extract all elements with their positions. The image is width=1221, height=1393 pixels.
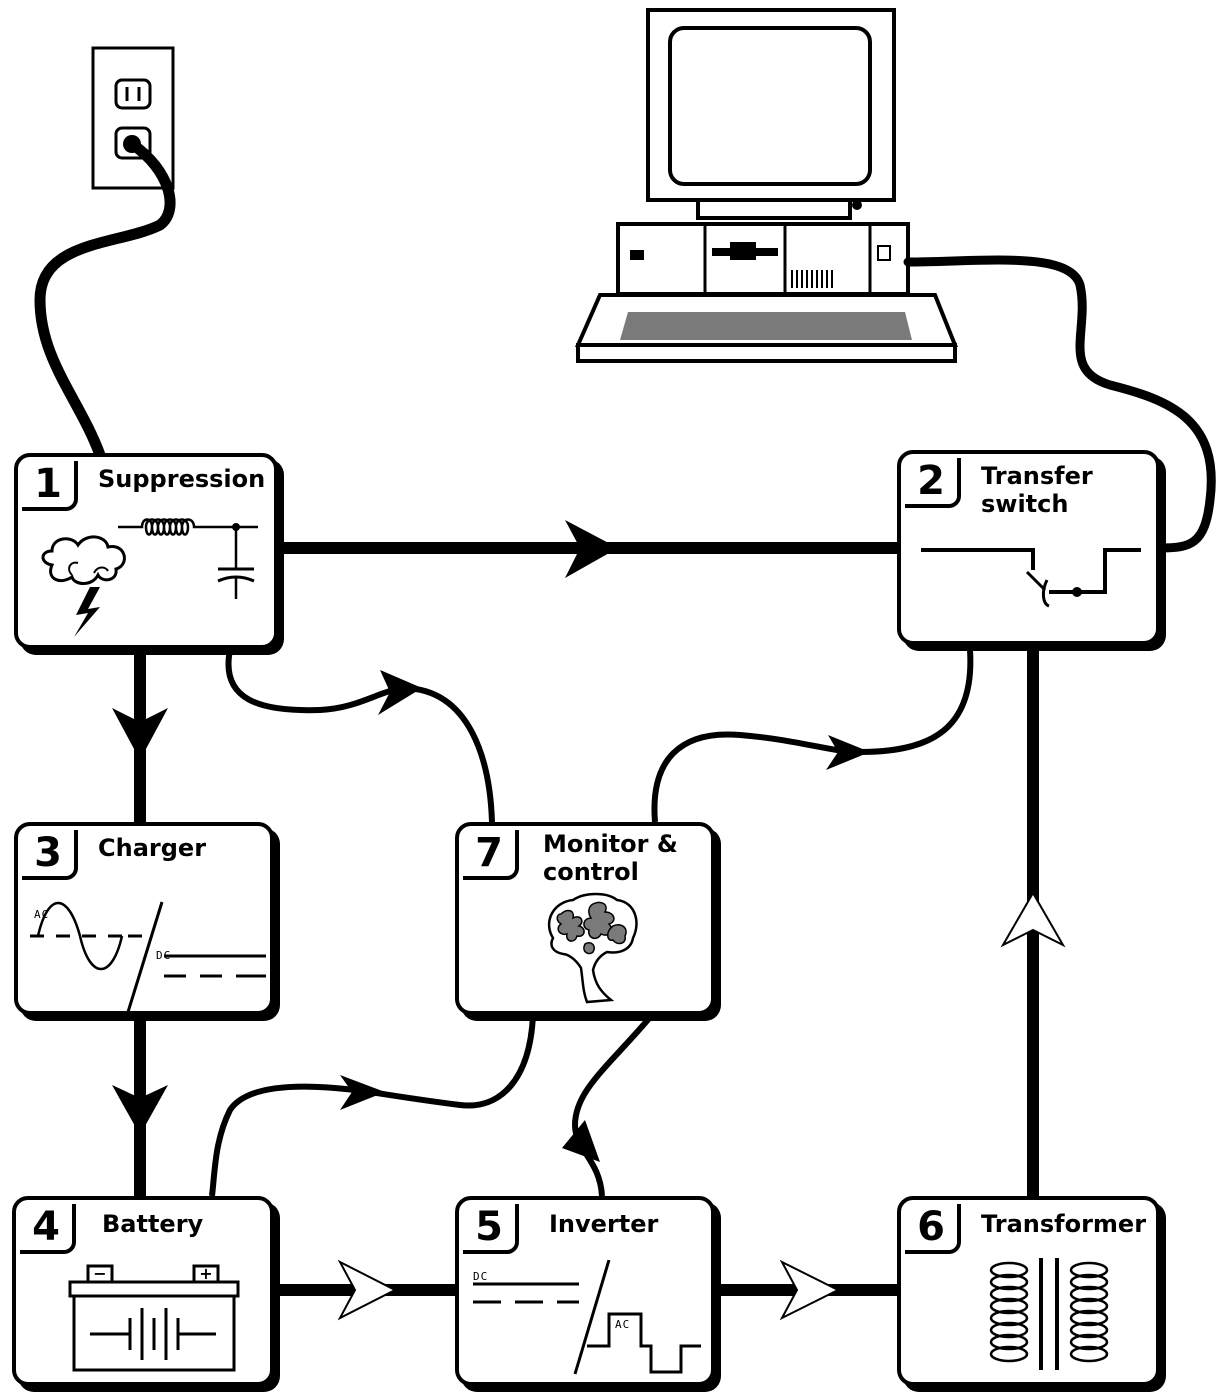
- ac-dc-converter-icon: [30, 901, 266, 1013]
- block-suppression[interactable]: 1 Suppression: [14, 453, 278, 649]
- block-battery[interactable]: 4 Battery − +: [12, 1196, 274, 1386]
- block-label: Battery: [102, 1210, 204, 1238]
- computer-icon: [574, 8, 958, 363]
- control-signals: [209, 649, 974, 1197]
- block-number: 5: [463, 1204, 519, 1254]
- dc-label: DC: [473, 1270, 489, 1283]
- block-number: 3: [22, 830, 78, 880]
- block-charger[interactable]: 3 Charger AC DC: [14, 822, 274, 1015]
- block-number: 6: [905, 1204, 961, 1254]
- minus-terminal: −: [93, 1264, 106, 1283]
- flow-arrows-hollow: [337, 890, 1066, 1321]
- block-label: Charger: [98, 834, 207, 862]
- block-label: Transformer: [981, 1210, 1147, 1238]
- block-monitor-control[interactable]: 7 Monitor & control: [455, 822, 715, 1015]
- block-number: 7: [463, 830, 519, 880]
- block-label: Inverter: [549, 1210, 659, 1238]
- block-transformer[interactable]: 6 Transformer: [897, 1196, 1160, 1386]
- power-cord: [34, 138, 176, 461]
- dc-label: DC: [156, 949, 172, 962]
- block-label: Suppression: [98, 465, 266, 493]
- plus-terminal: +: [199, 1264, 212, 1283]
- block-label: Transfer switch: [981, 462, 1093, 518]
- block-inverter[interactable]: 5 Inverter DC AC: [455, 1196, 715, 1386]
- signal-arrowheads: [340, 670, 870, 1162]
- battery-icon: − +: [68, 1264, 240, 1372]
- block-number: 4: [20, 1204, 76, 1254]
- brain-icon: [547, 892, 638, 1004]
- block-number: 2: [905, 458, 961, 508]
- storm-cloud-icon: [41, 535, 126, 637]
- block-transfer-switch[interactable]: 2 Transfer switch: [897, 450, 1160, 645]
- computer-cord: [903, 255, 1216, 553]
- filter-circuit-icon: [118, 518, 258, 599]
- block-number: 1: [22, 461, 78, 511]
- ac-label: AC: [615, 1318, 631, 1331]
- dc-ac-inverter-icon: [473, 1260, 701, 1375]
- coil-icon: [989, 1258, 1109, 1370]
- block-label: Monitor & control: [543, 830, 678, 886]
- switch-icon: [921, 548, 1141, 608]
